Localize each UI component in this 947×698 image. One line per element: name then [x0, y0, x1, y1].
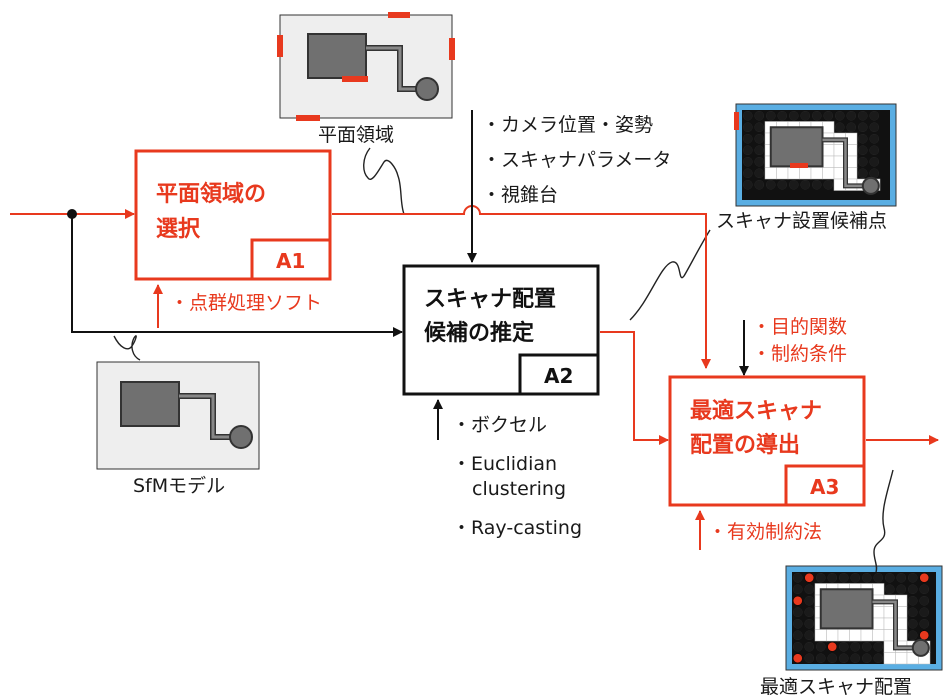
callout-squiggle-plane	[363, 147, 405, 215]
optimal-label: 最適スキャナ配置	[760, 676, 912, 698]
a1-title-line2: 選択	[156, 217, 201, 242]
callout-squiggle-sfm	[113, 335, 141, 361]
control-a3-item-1: ・目的関数	[752, 316, 847, 338]
mechanism-a3-label: ・有効制約法	[708, 521, 822, 543]
mechanism-a2-item-4: ・Ray-casting	[452, 517, 582, 539]
candidates-label: スキャナ設置候補点	[716, 210, 887, 232]
callout-squiggle-optimal	[873, 469, 894, 573]
a1-id: A1	[276, 249, 305, 273]
control-a2-item-3: ・視錐台	[482, 184, 558, 206]
output-a1-to-a3	[332, 205, 711, 369]
candidate-grid-thumbnail	[734, 103, 897, 207]
control-a2-item-2: ・スキャナパラメータ	[482, 149, 671, 171]
control-a3-item-2: ・制約条件	[752, 343, 847, 365]
a3-title-line1: 最適スキャナ	[690, 398, 822, 424]
process-box-a3: 最適スキャナ 配置の導出 A3	[668, 375, 866, 507]
a2-id: A2	[544, 364, 573, 388]
a1-title-line1: 平面領域の	[156, 181, 266, 207]
a3-title-line2: 配置の導出	[690, 432, 800, 458]
control-a2-item-1: ・カメラ位置・姿勢	[482, 114, 653, 136]
process-box-a1: 平面領域の 選択 A1	[134, 149, 332, 281]
mechanism-a2-item-3: clustering	[472, 478, 566, 500]
callout-squiggle-candidates	[629, 229, 711, 321]
sfm-model-thumbnail	[96, 361, 260, 470]
process-box-a2: スキャナ配置 候補の推定 A2	[402, 264, 600, 396]
optimal-grid-thumbnail	[785, 565, 943, 671]
mechanism-a2-item-2: ・Euclidian	[452, 453, 557, 475]
input-arrow-a2	[71, 214, 403, 337]
output-a2-to-a3	[600, 331, 669, 445]
a2-title-line1: スキャナ配置	[424, 287, 556, 312]
mechanism-a1-label: ・点群処理ソフト	[170, 292, 322, 314]
sfm-model-label: SfMモデル	[133, 475, 225, 497]
plane-region-thumbnail	[277, 12, 455, 121]
plane-region-label: 平面領域	[318, 124, 394, 146]
a3-id: A3	[810, 475, 839, 499]
a2-title-line2: 候補の推定	[424, 320, 534, 346]
mechanism-a2-item-1: ・ボクセル	[452, 414, 547, 436]
